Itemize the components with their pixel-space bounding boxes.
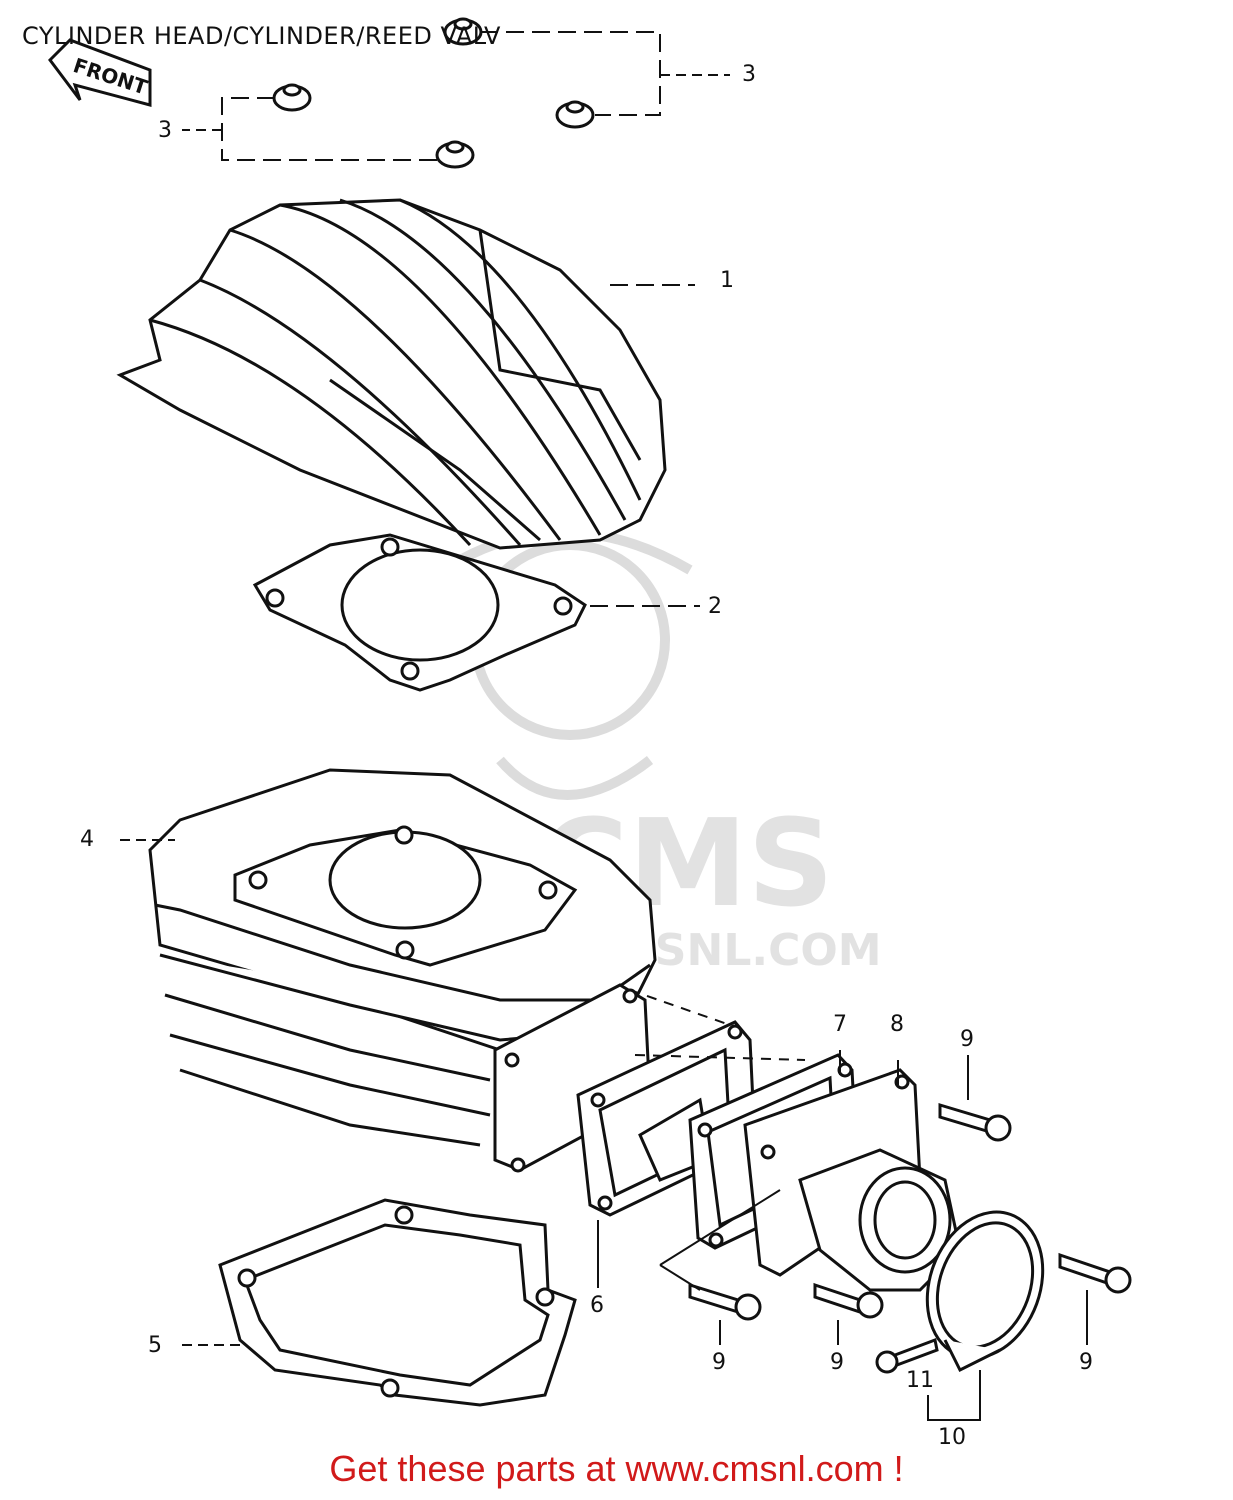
callout-6: 6 — [590, 1293, 604, 1318]
callout-9-right: 9 — [1079, 1350, 1093, 1375]
cylinder-block — [148, 768, 657, 1173]
nut-leaders — [182, 31, 730, 161]
bolt-leaders — [180, 989, 1088, 1346]
callout-5: 5 — [148, 1333, 162, 1358]
cylinder-head — [116, 198, 667, 550]
head-gasket — [252, 533, 587, 692]
nut-top — [443, 17, 483, 46]
bolt-upper-right — [938, 1102, 1012, 1142]
callout-2: 2 — [708, 594, 722, 619]
callout-8: 8 — [890, 1012, 904, 1037]
callout-9-lower-left: 9 — [712, 1350, 726, 1375]
promo-link[interactable]: Get these parts at www.cmsnl.com ! — [329, 1448, 904, 1489]
callout-4: 4 — [80, 827, 94, 852]
reed-valve — [576, 1020, 757, 1217]
base-gasket — [218, 1198, 577, 1407]
callout-9-upper: 9 — [960, 1027, 974, 1052]
bolt-lower-1 — [688, 1282, 762, 1321]
callout-9-lower-mid: 9 — [830, 1350, 844, 1375]
callout-3-left: 3 — [158, 118, 172, 143]
callout-1: 1 — [720, 268, 734, 293]
hose-clamp — [925, 1210, 1045, 1373]
bolt-lower-2 — [813, 1282, 884, 1319]
nut-left — [272, 83, 312, 112]
nut-right — [555, 100, 595, 129]
callout-10: 10 — [938, 1425, 966, 1450]
diagram-title: CYLINDER HEAD/CYLINDER/REED VALV — [22, 22, 501, 50]
bolt-right — [1058, 1252, 1132, 1294]
bolts — [688, 1102, 1132, 1374]
screw-11 — [875, 1337, 939, 1374]
callout-11: 11 — [906, 1368, 934, 1393]
callout-7: 7 — [833, 1012, 847, 1037]
callout-3-right: 3 — [742, 62, 756, 87]
intake-manifold — [743, 1068, 962, 1292]
nut-bottom — [435, 140, 475, 169]
cylinder-nuts — [272, 17, 595, 169]
